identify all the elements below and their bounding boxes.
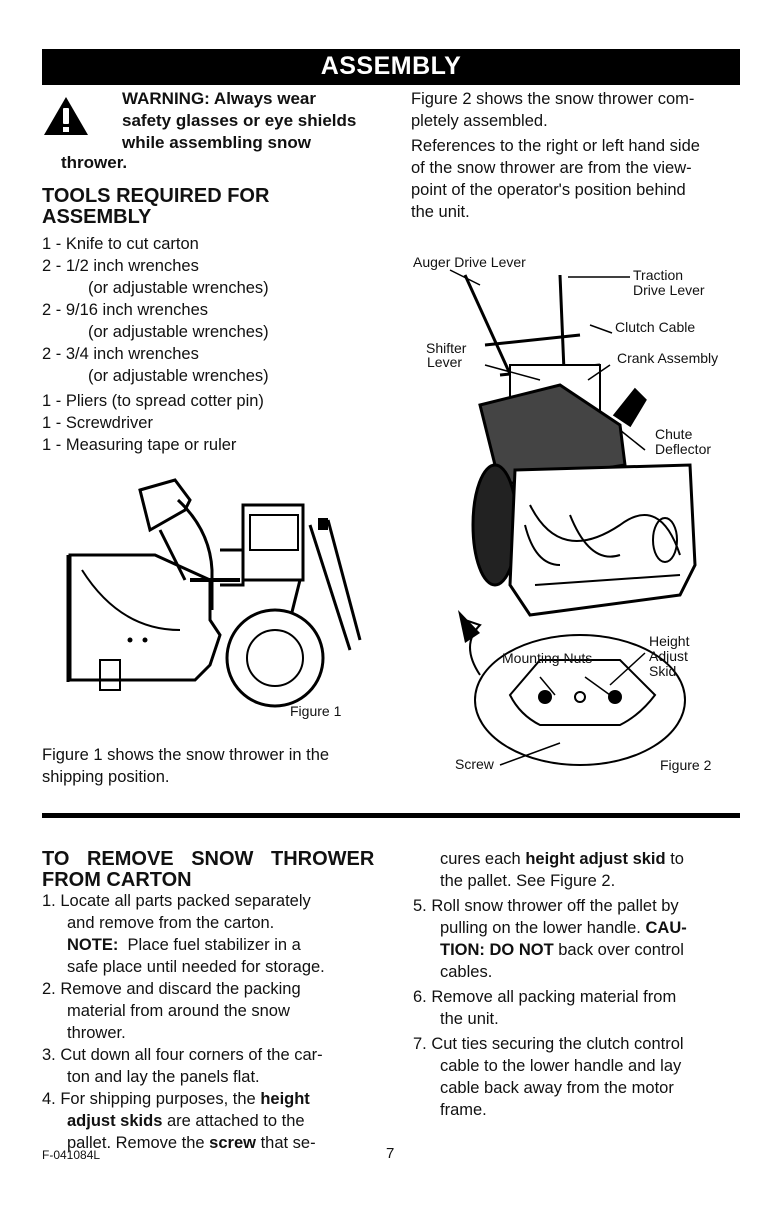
section-divider — [42, 813, 740, 818]
callout-mounting-nuts: Mounting Nuts — [502, 650, 593, 666]
intro-line: point of the operator's position behind — [411, 181, 686, 199]
callout-auger-drive-lever: Auger Drive Lever — [413, 254, 526, 270]
step-line: 5. Roll snow thrower off the pallet by — [413, 897, 679, 915]
figure-2-label: Figure 2 — [660, 757, 712, 773]
figure-1-caption-line-2: shipping position. — [42, 768, 170, 786]
step-line: pulling on the lower handle. CAU- — [440, 917, 687, 939]
remove-title-line-1: TO REMOVE SNOW THROWER — [42, 848, 375, 870]
step-text: cures each — [440, 850, 521, 868]
step-line: cable to the lower handle and lay — [440, 1057, 682, 1075]
step-line: the unit. — [440, 1010, 499, 1028]
step-emphasis: adjust skids — [67, 1112, 163, 1130]
warning-line-4: thrower. — [61, 153, 128, 172]
step-text: to — [670, 850, 684, 868]
step-line: thrower. — [67, 1024, 126, 1042]
step-line: and remove from the carton. — [67, 914, 275, 932]
remove-title-line-2: FROM CARTON — [42, 869, 192, 891]
note-label: NOTE: — [67, 936, 119, 954]
step-text: that se- — [260, 1134, 316, 1152]
step-emphasis: height — [260, 1090, 310, 1108]
step-line: cables. — [440, 963, 493, 981]
section-header: ASSEMBLY — [42, 49, 740, 85]
step-line: 7. Cut ties securing the clutch control — [413, 1035, 684, 1053]
callout-shifter-line-2: Lever — [427, 354, 463, 370]
tools-item: 2 - 3/4 inch wrenches — [42, 345, 199, 363]
step-line: 1. Locate all parts packed separately — [42, 892, 311, 910]
intro-line: the unit. — [411, 203, 470, 221]
callout-traction-line-1: Traction — [633, 267, 684, 283]
step-line: TION: DO NOT back over control — [440, 939, 684, 961]
step-line: adjust skids are attached to the — [67, 1110, 305, 1132]
step-line: material from around the snow — [67, 1002, 290, 1020]
section-title: ASSEMBLY — [320, 52, 462, 80]
intro-line: pletely assembled. — [411, 112, 548, 130]
step-line: cures each height adjust skid to — [440, 848, 684, 870]
tools-item-note: (or adjustable wrenches) — [88, 323, 269, 341]
tools-title-line-1: TOOLS REQUIRED FOR — [42, 185, 270, 207]
warning-line-1: WARNING: Always wear — [122, 89, 316, 108]
tools-item: 1 - Screwdriver — [42, 414, 153, 432]
figure-1-caption-line-1: Figure 1 shows the snow thrower in the — [42, 746, 330, 764]
warning-line-2: safety glasses or eye shields — [122, 111, 357, 130]
step-line: ton and lay the panels flat. — [67, 1068, 260, 1086]
step-text: 4. For shipping purposes, the — [42, 1090, 256, 1108]
step-emphasis: height adjust skid — [525, 850, 666, 868]
step-emphasis: screw — [209, 1134, 256, 1152]
callout-height-line-3: Skid — [649, 663, 677, 679]
tools-item-note: (or adjustable wrenches) — [88, 367, 269, 385]
step-line: the pallet. See Figure 2. — [440, 872, 616, 890]
step-text: are attached to the — [166, 1112, 305, 1130]
step-line: NOTE: Place fuel stabilizer in a — [67, 934, 301, 956]
figure-1-label: Figure 1 — [290, 703, 342, 719]
step-line: cable back away from the motor — [440, 1079, 674, 1097]
step-line: safe place until needed for storage. — [67, 958, 325, 976]
document-code: F-041084L — [42, 1148, 101, 1162]
tools-title-line-2: ASSEMBLY — [42, 206, 152, 228]
callout-traction-line-2: Drive Lever — [633, 282, 705, 298]
tools-item: 1 - Pliers (to spread cotter pin) — [42, 392, 264, 410]
step-line: frame. — [440, 1101, 487, 1119]
step-line: 2. Remove and discard the packing — [42, 980, 301, 998]
tools-item-note: (or adjustable wrenches) — [88, 279, 269, 297]
tools-item: 2 - 9/16 inch wrenches — [42, 301, 209, 319]
page-number: 7 — [386, 1145, 395, 1162]
tools-item: 1 - Knife to cut carton — [42, 235, 199, 253]
step-line: 4. For shipping purposes, the height — [42, 1088, 310, 1110]
figure-2-illustration — [449, 269, 697, 766]
callout-chute-line-2: Deflector — [655, 441, 712, 457]
warning-triangle-icon — [44, 97, 88, 135]
callout-shifter-line-1: Shifter — [426, 340, 467, 356]
intro-line: of the snow thrower are from the view- — [411, 159, 692, 177]
callout-crank-assembly: Crank Assembly — [617, 350, 719, 366]
warning-line-3: while assembling snow — [122, 133, 311, 152]
callout-screw: Screw — [455, 756, 494, 772]
step-emphasis: CAU- — [645, 919, 687, 937]
intro-line: References to the right or left hand sid… — [411, 137, 700, 155]
step-line: pallet. Remove the screw that se- — [67, 1132, 316, 1154]
step-text: back over control — [558, 941, 684, 959]
step-text: pulling on the lower handle. — [440, 919, 641, 937]
tools-item: 2 - 1/2 inch wrenches — [42, 257, 199, 275]
step-line: 3. Cut down all four corners of the car- — [42, 1046, 323, 1064]
intro-line: Figure 2 shows the snow thrower com- — [411, 90, 695, 108]
figure-1-illustration — [66, 478, 362, 708]
step-text: pallet. Remove the — [67, 1134, 205, 1152]
step-emphasis: TION: DO NOT — [440, 941, 554, 959]
note-text: Place fuel stabilizer in a — [127, 936, 301, 954]
tools-item: 1 - Measuring tape or ruler — [42, 436, 237, 454]
callout-chute-line-1: Chute — [655, 426, 693, 442]
callout-height-line-1: Height — [649, 633, 690, 649]
callout-height-line-2: Adjust — [649, 648, 688, 664]
callout-clutch-cable: Clutch Cable — [615, 319, 696, 335]
step-line: 6. Remove all packing material from — [413, 988, 677, 1006]
